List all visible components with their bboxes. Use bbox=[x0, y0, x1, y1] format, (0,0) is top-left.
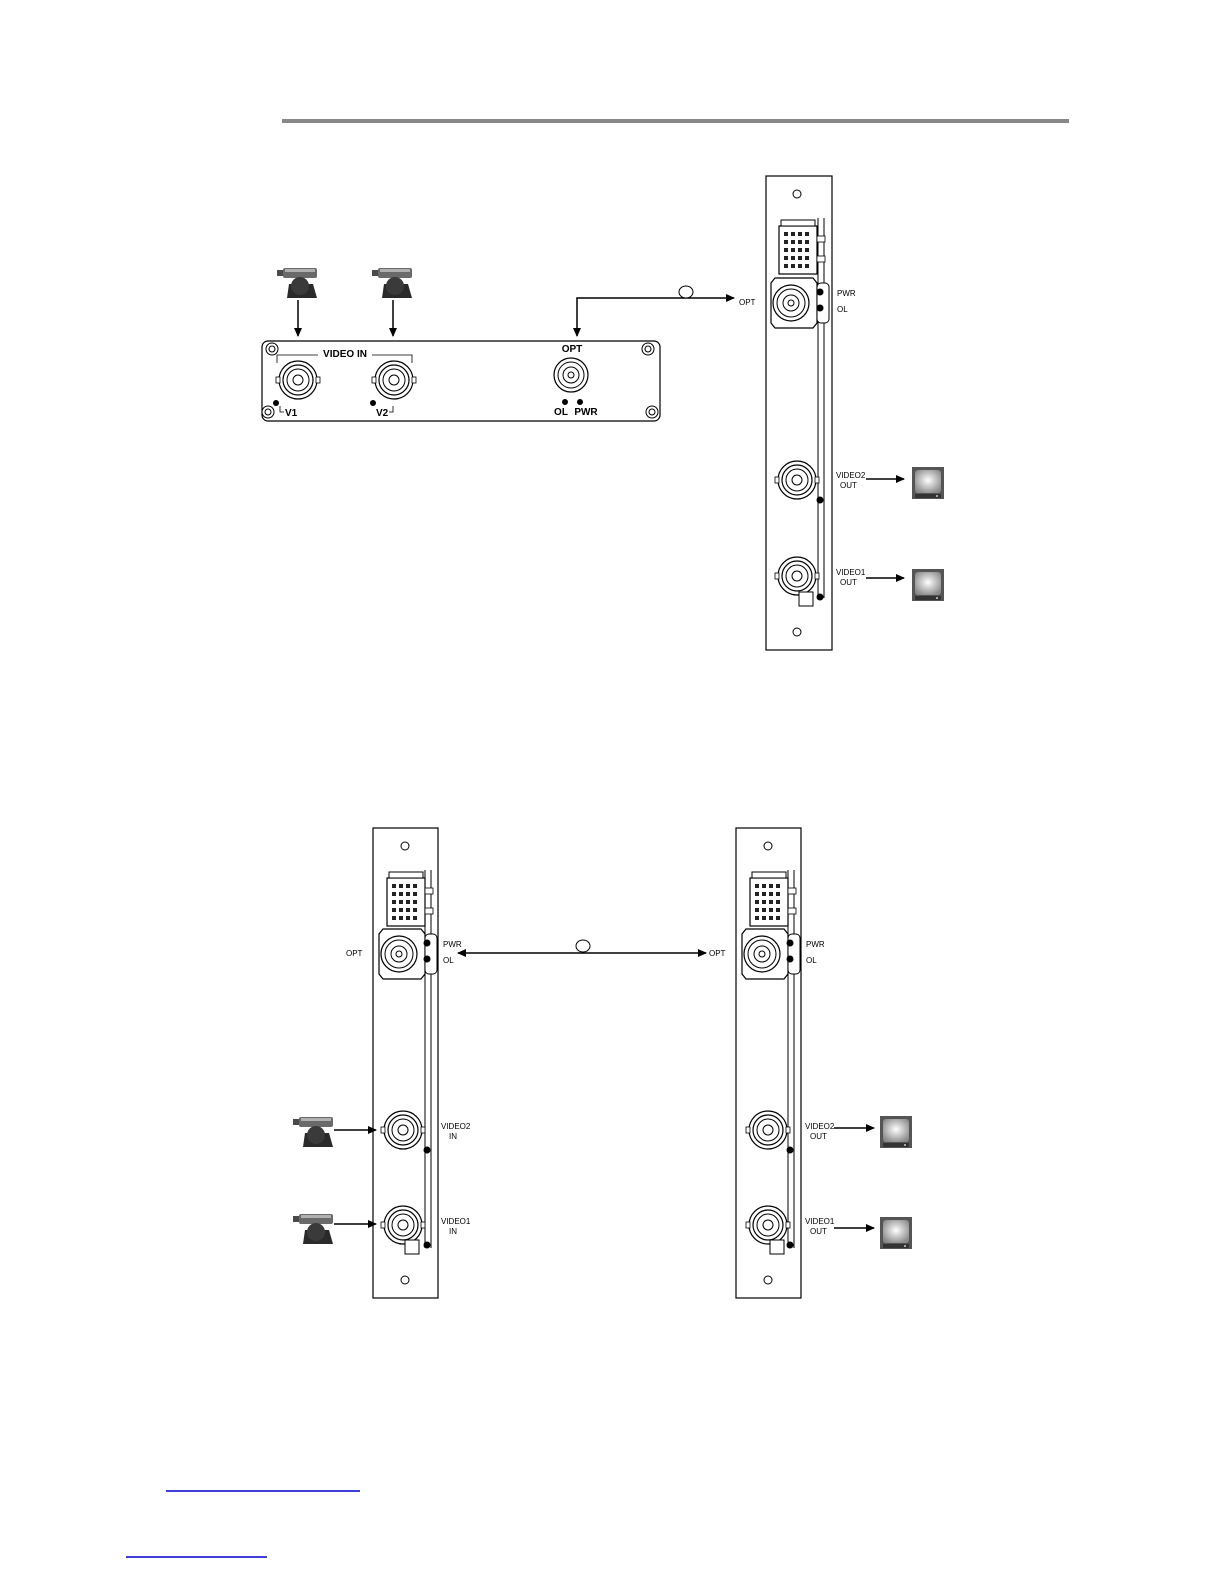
monitor-icon bbox=[912, 467, 944, 499]
camera-icon bbox=[293, 1214, 333, 1244]
left-opt-label: OPT bbox=[346, 949, 363, 958]
fiber-marker bbox=[679, 286, 693, 298]
left-video1-sub: IN bbox=[449, 1227, 457, 1236]
left-pwr-label: PWR bbox=[443, 940, 462, 949]
monitor-icon bbox=[912, 569, 944, 601]
rx-video1-label: VIDEO1 bbox=[836, 568, 866, 577]
diagram2: PWR OL OPT VIDEO2 IN VIDEO1 IN bbox=[293, 828, 912, 1298]
rx-opt-label: OPT bbox=[739, 298, 756, 307]
monitor-icon bbox=[880, 1116, 912, 1148]
right-video2-label: VIDEO2 bbox=[805, 1122, 835, 1131]
fiber-link-arrow bbox=[577, 298, 734, 336]
opt-port-label: OPT bbox=[562, 344, 583, 355]
rx-video1-sub: OUT bbox=[840, 578, 857, 587]
rx-ol-label: OL bbox=[837, 305, 848, 314]
opt-connector bbox=[554, 358, 588, 392]
rx-video2-sub: OUT bbox=[840, 481, 857, 490]
monitor-icon bbox=[880, 1217, 912, 1249]
right-video2-sub: OUT bbox=[810, 1132, 827, 1141]
right-video1-sub: OUT bbox=[810, 1227, 827, 1236]
ol-led-label: OL bbox=[554, 407, 568, 418]
receiver-card: PWR OL OPT VIDEO2 OUT VIDEO1 OUT bbox=[739, 176, 866, 650]
right-ol-label: OL bbox=[806, 956, 817, 965]
right-pwr-label: PWR bbox=[806, 940, 825, 949]
rx-video2-label: VIDEO2 bbox=[836, 471, 866, 480]
left-video1-label: VIDEO1 bbox=[441, 1217, 471, 1226]
right-card: PWR OL OPT VIDEO2 OUT VIDEO1 OUT bbox=[709, 828, 835, 1298]
port-v2-label: V2 bbox=[376, 408, 389, 419]
left-card: PWR OL OPT VIDEO2 IN VIDEO1 IN bbox=[346, 828, 471, 1298]
transmitter-unit: VIDEO IN V1 V2 OPT OL PWR bbox=[262, 341, 660, 421]
pwr-led-label: PWR bbox=[574, 407, 598, 418]
rx-pwr-label: PWR bbox=[837, 289, 856, 298]
camera-icon bbox=[372, 268, 412, 298]
header-rule bbox=[282, 119, 1069, 123]
left-ol-label: OL bbox=[443, 956, 454, 965]
right-opt-label: OPT bbox=[709, 949, 726, 958]
left-video2-label: VIDEO2 bbox=[441, 1122, 471, 1131]
port-v1-label: V1 bbox=[285, 408, 298, 419]
left-video2-sub: IN bbox=[449, 1132, 457, 1141]
camera-icon bbox=[277, 268, 317, 298]
fiber-marker bbox=[576, 940, 590, 952]
right-video1-label: VIDEO1 bbox=[805, 1217, 835, 1226]
video-in-label: VIDEO IN bbox=[323, 349, 367, 360]
camera-icon bbox=[293, 1117, 333, 1147]
diagram1: VIDEO IN V1 V2 OPT OL PWR bbox=[262, 176, 944, 650]
